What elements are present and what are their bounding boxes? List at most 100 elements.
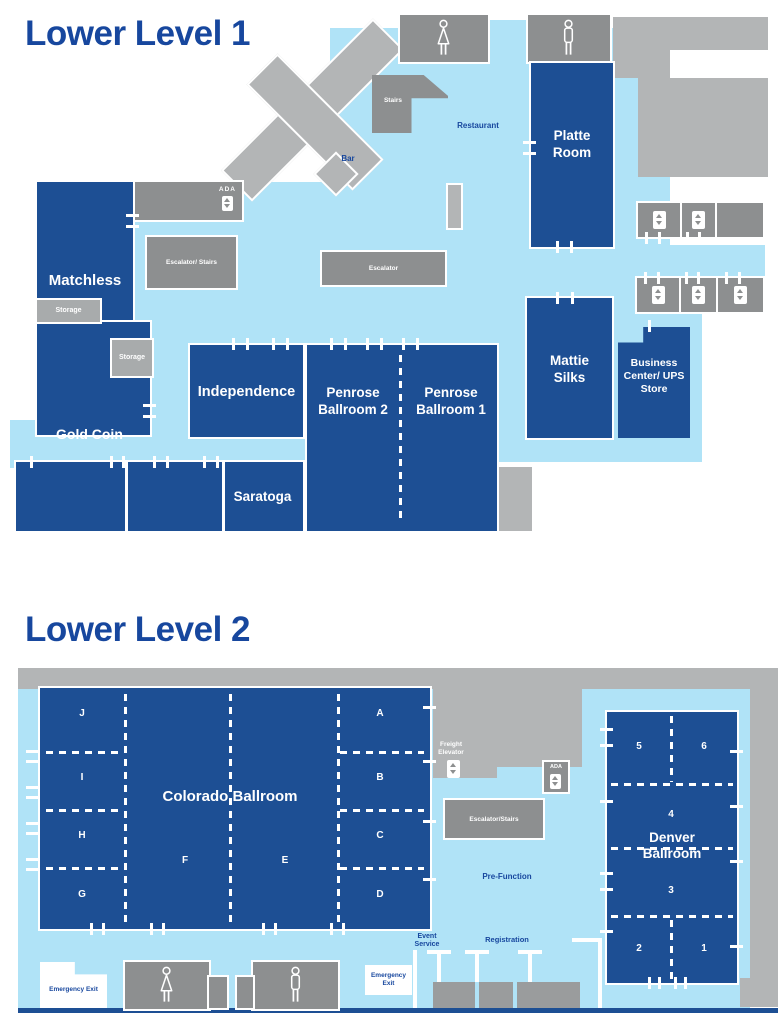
room-penrose-2-label: Penrose Ballroom 2 [318, 385, 388, 417]
penrose-divider [399, 355, 402, 523]
denver-section-3: 3 [668, 885, 674, 896]
door-mark [600, 800, 613, 803]
door-mark [90, 923, 93, 935]
room-penrose-ballroom: Penrose Ballroom 2 Penrose Ballroom 1 [307, 345, 497, 531]
mens-restroom [253, 962, 338, 1009]
ll2-structure-column [750, 668, 778, 1007]
freight-elevator-label: Freight Elevator [438, 741, 464, 757]
denver-ballroom-label: Denver Ballroom [642, 830, 702, 861]
partition-wall [528, 952, 532, 982]
partition-wall [437, 952, 441, 982]
door-mark [26, 750, 39, 753]
man-restroom-icon [290, 966, 301, 1002]
ll1-wall-segment [448, 185, 461, 228]
door-mark [600, 888, 613, 891]
lower-level-1-title: Lower Level 1 [25, 14, 250, 53]
door-mark [262, 923, 265, 935]
room-platte: Platte Room [531, 63, 613, 247]
door-mark [143, 415, 156, 418]
registration-label: Registration [485, 935, 529, 944]
room-mattie-silks: Mattie Silks [527, 298, 612, 438]
section-divider [340, 809, 424, 812]
emergency-exit-label: Emergency Exit [370, 972, 407, 987]
door-mark [330, 338, 333, 350]
door-mark [26, 796, 39, 799]
section-divider [611, 783, 733, 786]
door-mark [697, 272, 700, 284]
door-mark [730, 805, 743, 808]
door-mark [150, 923, 153, 935]
door-mark [122, 456, 125, 468]
door-mark [738, 272, 741, 284]
section-divider [337, 694, 340, 923]
room-independence-label: Independence [197, 384, 296, 400]
colorado-section-e: E [281, 855, 289, 866]
door-mark [342, 923, 345, 935]
partition-wall [413, 950, 417, 1008]
escalator-stairs-label: Escalator/ Stairs [166, 259, 217, 266]
pre-function-label: Pre-Function [482, 872, 532, 881]
door-mark [644, 272, 647, 284]
door-mark [344, 338, 347, 350]
door-mark [730, 750, 743, 753]
door-mark [286, 338, 289, 350]
ll2-structure [740, 978, 778, 1007]
event-service-label: Event Service [414, 933, 440, 949]
stairs-label: Stairs [383, 97, 403, 104]
ll1-floor [613, 245, 765, 278]
denver-section-1: 1 [701, 943, 707, 954]
mens-restroom [528, 15, 610, 62]
ada-elevator-icon [550, 774, 561, 789]
ada-elevator-area: ADA [135, 182, 242, 220]
room-denver-ballroom: 5 6 4 3 2 1 Denver Ballroom [607, 712, 737, 983]
section-divider [46, 809, 124, 812]
ll1-floor [488, 20, 528, 62]
denver-section-6: 6 [701, 741, 707, 752]
womens-restroom [125, 962, 209, 1009]
door-mark [26, 832, 39, 835]
partition-wall [598, 938, 602, 1008]
door-mark [730, 860, 743, 863]
elevator-icon [692, 211, 705, 229]
door-mark [685, 272, 688, 284]
storage-room: Storage [112, 340, 152, 376]
man-restroom-icon [563, 19, 574, 55]
bar-label: Bar [341, 154, 355, 163]
colorado-ballroom-label: Colorado Ballroom [162, 788, 298, 805]
door-mark [570, 241, 573, 253]
elevator-icon [734, 286, 747, 304]
registration-desk [517, 982, 580, 1008]
ada-label: ADA [218, 186, 236, 193]
door-mark [523, 141, 536, 144]
storage-room: Storage [37, 300, 100, 322]
colorado-section-b: B [376, 772, 384, 783]
door-mark [153, 456, 156, 468]
registration-desk [433, 982, 475, 1008]
room-divider-wall [222, 462, 225, 531]
room-colorado-ballroom: J I H G A B C D F E Colorado Ballroom [40, 688, 430, 929]
door-mark [30, 456, 33, 468]
door-mark [126, 225, 139, 228]
door-mark [648, 320, 651, 332]
lower-level-2-title: Lower Level 2 [25, 610, 250, 649]
restaurant-label: Restaurant [457, 121, 499, 130]
door-mark [658, 977, 661, 989]
door-mark [600, 728, 613, 731]
partition-wall [427, 950, 451, 954]
colorado-section-c: C [376, 830, 384, 841]
denver-section-2: 2 [636, 943, 642, 954]
door-mark [232, 338, 235, 350]
room-penrose-1-label: Penrose Ballroom 1 [416, 385, 486, 417]
door-mark [274, 923, 277, 935]
colorado-section-g: G [78, 889, 86, 900]
door-mark [26, 760, 39, 763]
partition-wall [572, 938, 602, 942]
ll2-service-block [433, 689, 582, 767]
ada-elevator-area: ADA [544, 762, 568, 792]
elevator-icon [653, 211, 666, 229]
ll1-structure [498, 467, 532, 531]
door-mark [645, 232, 648, 244]
section-divider [611, 915, 733, 918]
section-divider [46, 751, 124, 754]
